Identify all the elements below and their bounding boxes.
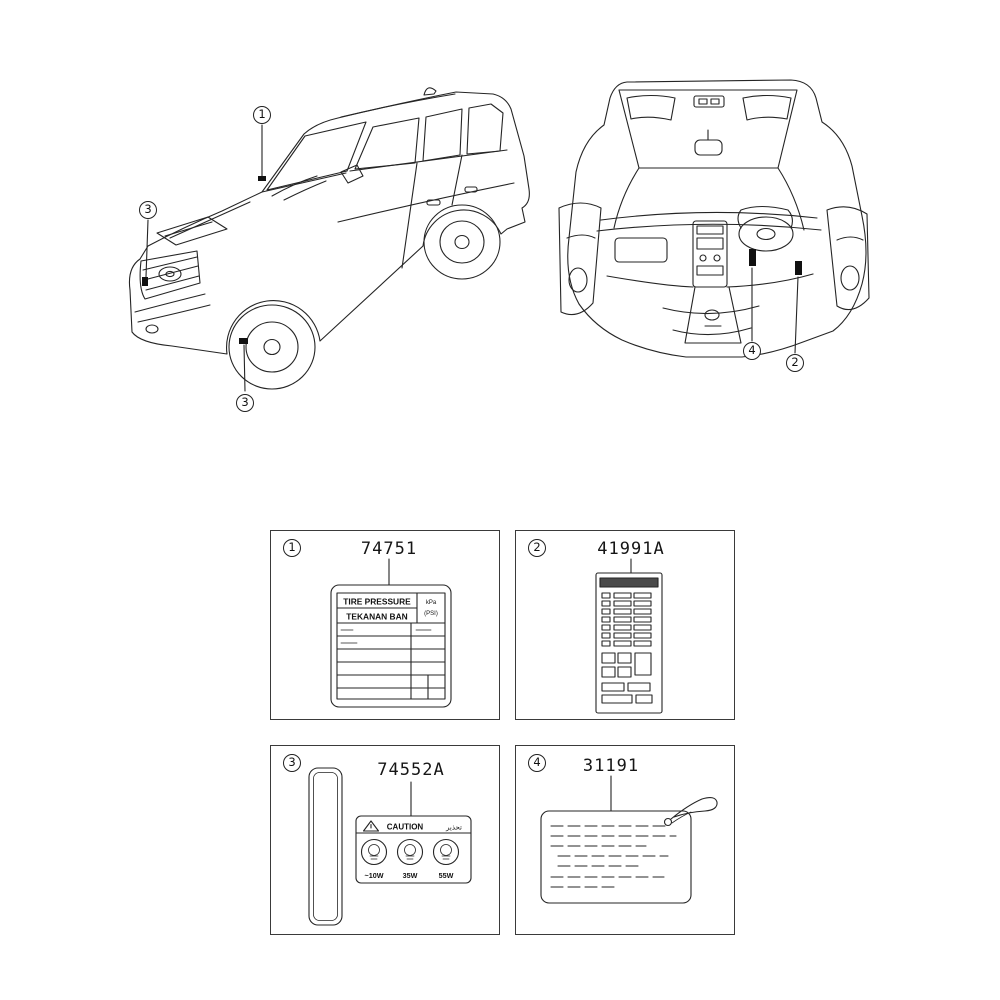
center-stack [692,220,728,288]
part-number-41991A[interactable]: 41991A [597,539,665,559]
service-tag-art [540,775,718,904]
panel-1-callout: 1 [283,539,301,557]
vehicle-exterior-drawing [128,87,530,392]
brand-emblem [158,266,182,282]
panel-4-callout: 4 [528,754,546,772]
steering-wheel [737,205,794,252]
sun-visor-left [626,94,676,121]
front-door-window [354,117,420,170]
fog-light [145,324,159,334]
part-panel-4: 4 31191 [515,745,735,935]
callout-number: 3 [241,395,249,410]
exterior-leader-lines [142,124,266,392]
center-console [684,286,742,344]
windshield [266,121,367,191]
callout-number: 3 [288,755,296,770]
door-trim-right [826,206,870,311]
warning-triangle-icon [362,820,380,832]
rear-wheel [423,204,501,280]
roof-antenna [423,87,437,96]
map-light [693,95,725,108]
quarter-window [466,103,504,155]
callout-number: 2 [791,355,799,370]
rear-door-window [422,108,463,162]
tag-text-lines [550,825,677,888]
door-trim-left [558,202,602,316]
side-mirror [340,164,364,184]
bulb-icon [360,838,388,866]
panel-2-callout: 2 [528,539,546,557]
callout-3-exterior-bumper[interactable]: 3 [236,394,254,412]
part-number-74552A[interactable]: 74552A [377,760,445,780]
tire-label-line1: TIRE PRESSURE [343,597,411,607]
sun-visor-right [742,94,792,121]
caution-heading-arabic: تحذير [445,825,462,832]
watt-label-2: 35W [403,871,418,880]
label-marker [142,277,148,286]
panel-3-callout: 3 [283,754,301,772]
callout-number: 4 [748,343,756,358]
glove-box [614,237,668,263]
watt-label-1: ~10W [365,871,384,880]
fuse-box-label-art [595,558,663,714]
part-panel-2: 2 41991A [515,530,735,720]
callout-4-interior[interactable]: 4 [743,342,761,360]
label-marker [258,176,266,181]
dashboard-top [600,211,818,221]
callout-number: 2 [533,540,541,555]
caution-heading: CAUTION [387,823,424,832]
part-panel-1: 1 74751 TIRE PRESSURE TEKANAN BAN kPa (P… [270,530,500,720]
part-number-31191[interactable]: 31191 [582,756,640,776]
tire-label-unit-top: kPa [426,600,437,606]
callout-number: 1 [288,540,296,555]
leader-line [243,344,246,392]
leader-line [794,276,799,354]
trim-strip-art [308,767,343,926]
callout-number: 3 [144,202,152,217]
callout-1-exterior[interactable]: 1 [253,106,271,124]
tire-pressure-label-art: TIRE PRESSURE TEKANAN BAN kPa (PSI) [330,558,452,708]
rearview-mirror [694,139,723,156]
headliner [618,89,798,169]
fuse-grid [601,592,653,704]
exterior-body-art [128,87,530,392]
interior-art [558,79,870,358]
headlight [156,216,228,246]
tire-label-unit-bottom: (PSI) [424,611,438,617]
part-panel-3: 3 74552A CAUTION تحذير [270,745,500,935]
vehicle-interior-drawing [558,79,870,358]
front-grille [139,250,201,300]
label-marker [749,249,756,266]
leader-line [145,219,149,278]
car-body-outline [128,91,530,355]
tag-eyelet [663,817,673,827]
label-marker [239,338,248,344]
bulb-caution-label-art: CAUTION تحذير [308,767,472,926]
watt-label-3: 55W [439,871,454,880]
callout-3-exterior-grille[interactable]: 3 [139,201,157,219]
tag-cord [670,796,718,820]
callout-number: 1 [258,107,266,122]
callout-2-interior[interactable]: 2 [786,354,804,372]
callout-number: 4 [533,755,541,770]
bulb-icon [432,838,460,866]
bulb-icon [396,838,424,866]
interior-leader-lines [749,249,802,354]
label-marker [795,261,802,275]
part-number-74751[interactable]: 74751 [360,539,418,559]
front-wheel [228,304,316,390]
cabin-outline [567,79,867,358]
tire-label-line2: TEKANAN BAN [346,612,407,622]
tag-outline [540,810,692,904]
